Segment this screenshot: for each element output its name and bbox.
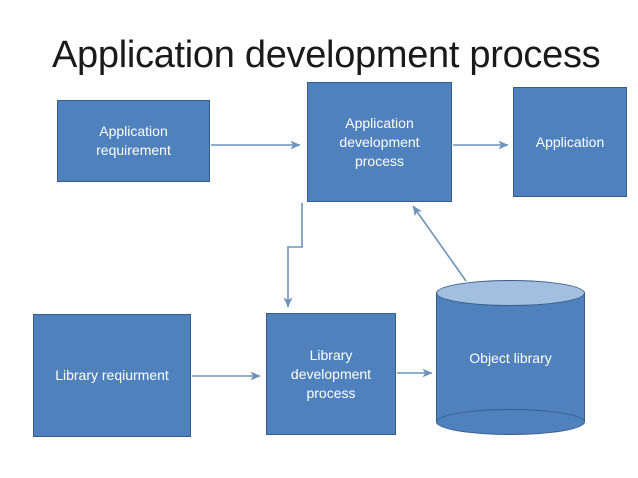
node-application-requirement-line1: Application xyxy=(99,123,168,139)
node-object-library-label: Object library xyxy=(469,349,552,366)
node-application-development-process-line2: development xyxy=(339,133,420,150)
cylinder-top-ellipse xyxy=(436,280,585,306)
node-application[interactable]: Application xyxy=(513,87,627,197)
node-library-requirement-label: Library reqiurment xyxy=(55,367,169,383)
node-application-development-process-line3: process xyxy=(354,152,404,169)
page-title: Application development process xyxy=(52,34,601,76)
node-application-requirement-line2: requirement xyxy=(96,142,171,158)
connector-object-library-to-app-dev-process xyxy=(412,205,467,282)
node-library-requirement[interactable]: Library reqiurment xyxy=(33,314,191,437)
node-application-requirement[interactable]: Application requirement xyxy=(57,100,210,182)
node-application-label: Application xyxy=(535,133,605,150)
node-application-development-process[interactable]: Application development process xyxy=(307,82,452,202)
cylinder-body xyxy=(436,293,585,422)
connector-app-dev-process-to-library-dev-process xyxy=(283,203,303,308)
node-object-library[interactable]: Object library xyxy=(436,280,585,435)
node-library-development-process[interactable]: Library development process xyxy=(266,313,396,435)
node-library-development-process-line2: development xyxy=(290,365,372,382)
cylinder-bottom-ellipse xyxy=(436,409,585,435)
node-library-development-process-line3: process xyxy=(306,384,356,401)
node-application-development-process-line1: Application xyxy=(345,114,414,131)
node-library-development-process-line1: Library xyxy=(309,346,353,363)
